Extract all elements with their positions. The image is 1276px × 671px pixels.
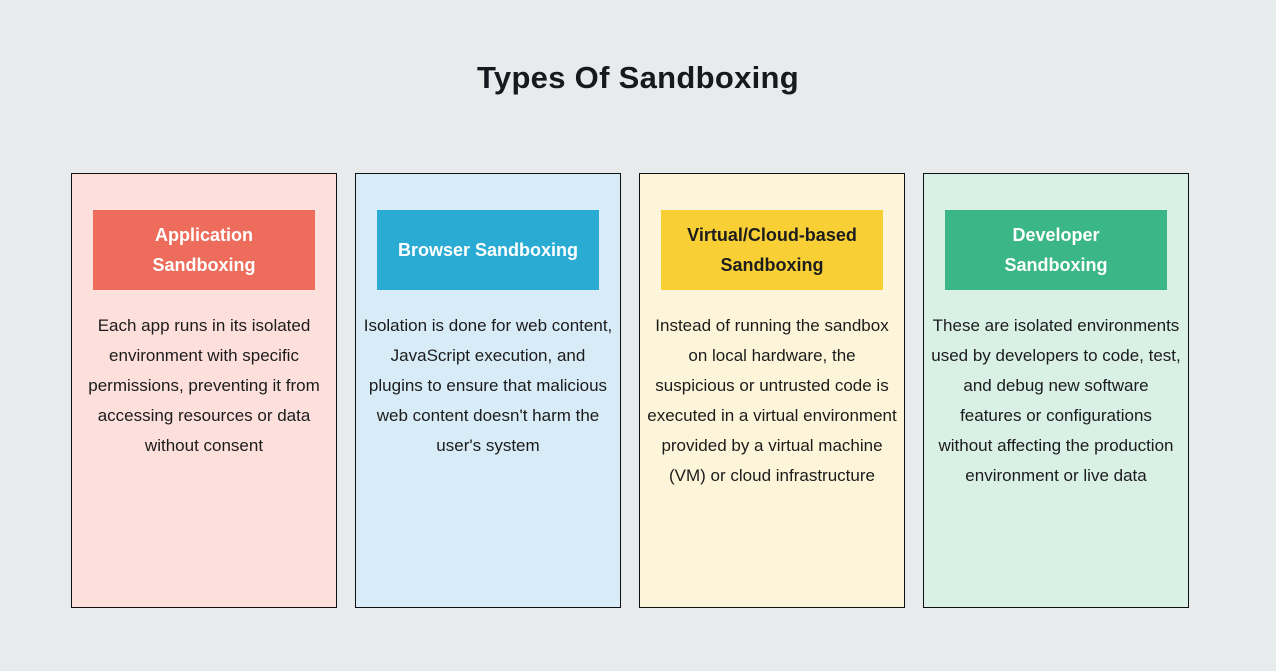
card-title: Browser Sandboxing	[397, 240, 579, 260]
card-title: Developer Sandboxing	[1004, 225, 1108, 275]
card-description: Isolation is done for web content, JavaS…	[363, 316, 613, 455]
card-description: These are isolated environments used by …	[931, 316, 1181, 485]
card-developer-sandboxing: Developer Sandboxing These are isolated …	[923, 173, 1189, 608]
card-description: Instead of running the sandbox on local …	[647, 316, 897, 485]
sandboxing-infographic: Types Of Sandboxing Application Sandboxi…	[0, 0, 1276, 608]
cards-row: Application Sandboxing Each app runs in …	[71, 173, 1189, 608]
card-header-virtual-cloud: Virtual/Cloud-based Sandboxing	[661, 210, 883, 290]
card-header-developer: Developer Sandboxing	[945, 210, 1167, 290]
card-description: Each app runs in its isolated environmen…	[88, 316, 320, 455]
card-virtual-cloud-sandboxing: Virtual/Cloud-based Sandboxing Instead o…	[639, 173, 905, 608]
card-browser-sandboxing: Browser Sandboxing Isolation is done for…	[355, 173, 621, 608]
card-application-sandboxing: Application Sandboxing Each app runs in …	[71, 173, 337, 608]
card-title: Virtual/Cloud-based Sandboxing	[687, 225, 857, 275]
card-title: Application Sandboxing	[152, 225, 256, 275]
card-header-browser: Browser Sandboxing	[377, 210, 599, 290]
page-title: Types Of Sandboxing	[476, 60, 800, 95]
card-header-application: Application Sandboxing	[93, 210, 315, 290]
